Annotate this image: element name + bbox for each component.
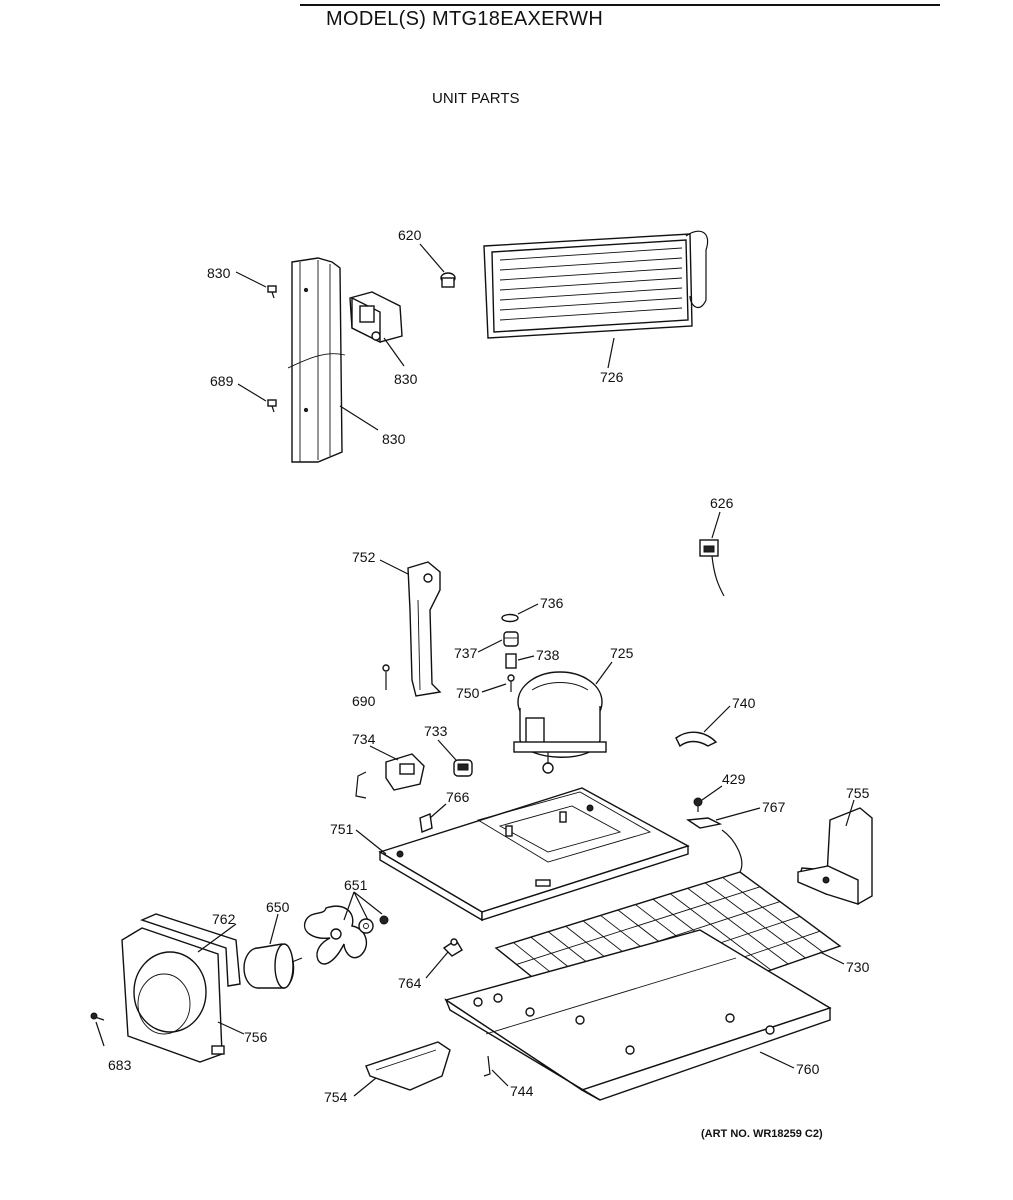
part-grommet-620[interactable]	[440, 272, 456, 288]
part-screw-690[interactable]	[382, 664, 390, 672]
part-fan-nut[interactable]	[379, 915, 389, 925]
callout-762: 762	[212, 911, 236, 927]
callout-429: 429	[722, 771, 746, 787]
part-shroud-gasket[interactable]	[140, 913, 241, 987]
coil-tube	[499, 267, 683, 281]
grid-tube	[687, 887, 789, 965]
callout-736: 736	[540, 595, 564, 611]
part-clip-740[interactable]	[675, 731, 718, 748]
grid-wire	[516, 886, 761, 965]
callout-767: 767	[762, 799, 786, 815]
part-sleeve-738[interactable]	[505, 653, 517, 669]
callout-689: 689	[210, 373, 234, 389]
callout-750: 750	[456, 685, 480, 701]
part-overload-733[interactable]	[453, 759, 473, 777]
part-base-pan[interactable]	[444, 929, 832, 1101]
callout-830b: 830	[394, 371, 418, 387]
part-bolt-750[interactable]	[507, 674, 515, 692]
callout-737: 737	[454, 645, 478, 661]
part-clip-734[interactable]	[355, 771, 367, 799]
part-relay-box[interactable]	[349, 291, 403, 344]
callout-764: 764	[398, 975, 422, 991]
callout-690: 690	[352, 693, 376, 709]
callout-738: 738	[536, 647, 560, 663]
callout-620: 620	[398, 227, 422, 243]
part-fan-shroud[interactable]	[121, 927, 225, 1063]
callout-725: 725	[610, 645, 634, 661]
callout-740: 740	[732, 695, 756, 711]
callout-labels: 830 830 830 689 620 726 626 752 690 736 …	[108, 227, 870, 1105]
callout-756: 756	[244, 1029, 268, 1045]
callout-733: 733	[424, 723, 448, 739]
part-screw-689[interactable]	[267, 399, 277, 413]
callout-830c: 830	[382, 431, 406, 447]
part-screw-830[interactable]	[267, 285, 277, 299]
coil-tube	[499, 307, 683, 321]
part-compressor-bracket[interactable]	[407, 561, 442, 697]
art-number: (ART NO. WR18259 C2)	[701, 1128, 823, 1140]
part-fan-blade[interactable]	[303, 905, 368, 965]
model-title: MODEL(S) MTG18EAXERWH	[326, 8, 604, 30]
coil-tube	[499, 257, 683, 271]
part-clip-766[interactable]	[419, 813, 433, 833]
leader-lines	[95, 243, 855, 1097]
callout-751: 751	[330, 821, 354, 837]
coil-tube	[499, 247, 683, 261]
part-clip-767[interactable]	[685, 817, 723, 829]
callout-760: 760	[796, 1061, 820, 1077]
callout-830a: 830	[207, 265, 231, 281]
part-screw-429[interactable]	[693, 797, 703, 812]
part-clip-744[interactable]	[483, 1055, 491, 1077]
part-vertical-channel[interactable]	[287, 257, 346, 463]
callout-651: 651	[344, 877, 368, 893]
callout-752: 752	[352, 549, 376, 565]
grid-tube	[704, 882, 806, 959]
grid-tube	[722, 877, 823, 953]
callout-734: 734	[352, 731, 376, 747]
part-overload-connector[interactable]	[699, 539, 725, 597]
part-grommet-737[interactable]	[503, 631, 519, 647]
coil-tube	[499, 277, 683, 291]
callout-650: 650	[266, 899, 290, 915]
grid-tube	[670, 893, 772, 971]
callout-754: 754	[324, 1089, 348, 1105]
callout-755: 755	[846, 785, 870, 801]
part-drain-trough[interactable]	[365, 1041, 451, 1091]
coil-tube	[499, 287, 683, 301]
callout-683: 683	[108, 1057, 132, 1073]
header-rule	[300, 4, 940, 6]
part-compressor-base-plate[interactable]	[378, 787, 690, 922]
part-compressor[interactable]	[513, 671, 607, 774]
part-clip-764[interactable]	[442, 938, 463, 957]
part-start-relay[interactable]	[385, 753, 425, 791]
part-condenser-coil[interactable]	[483, 230, 709, 339]
part-fan-washer[interactable]	[358, 918, 374, 934]
callout-744: 744	[510, 1083, 534, 1099]
callout-626: 626	[710, 495, 734, 511]
callout-730: 730	[846, 959, 870, 975]
part-fan-motor[interactable]	[243, 943, 303, 989]
callout-726: 726	[600, 369, 624, 385]
part-screw-683[interactable]	[90, 1012, 105, 1021]
part-clip-736[interactable]	[501, 613, 519, 623]
section-title: UNIT PARTS	[432, 90, 520, 107]
callout-766: 766	[446, 789, 470, 805]
part-angle-bracket[interactable]	[797, 807, 873, 905]
coil-tube	[499, 297, 683, 311]
